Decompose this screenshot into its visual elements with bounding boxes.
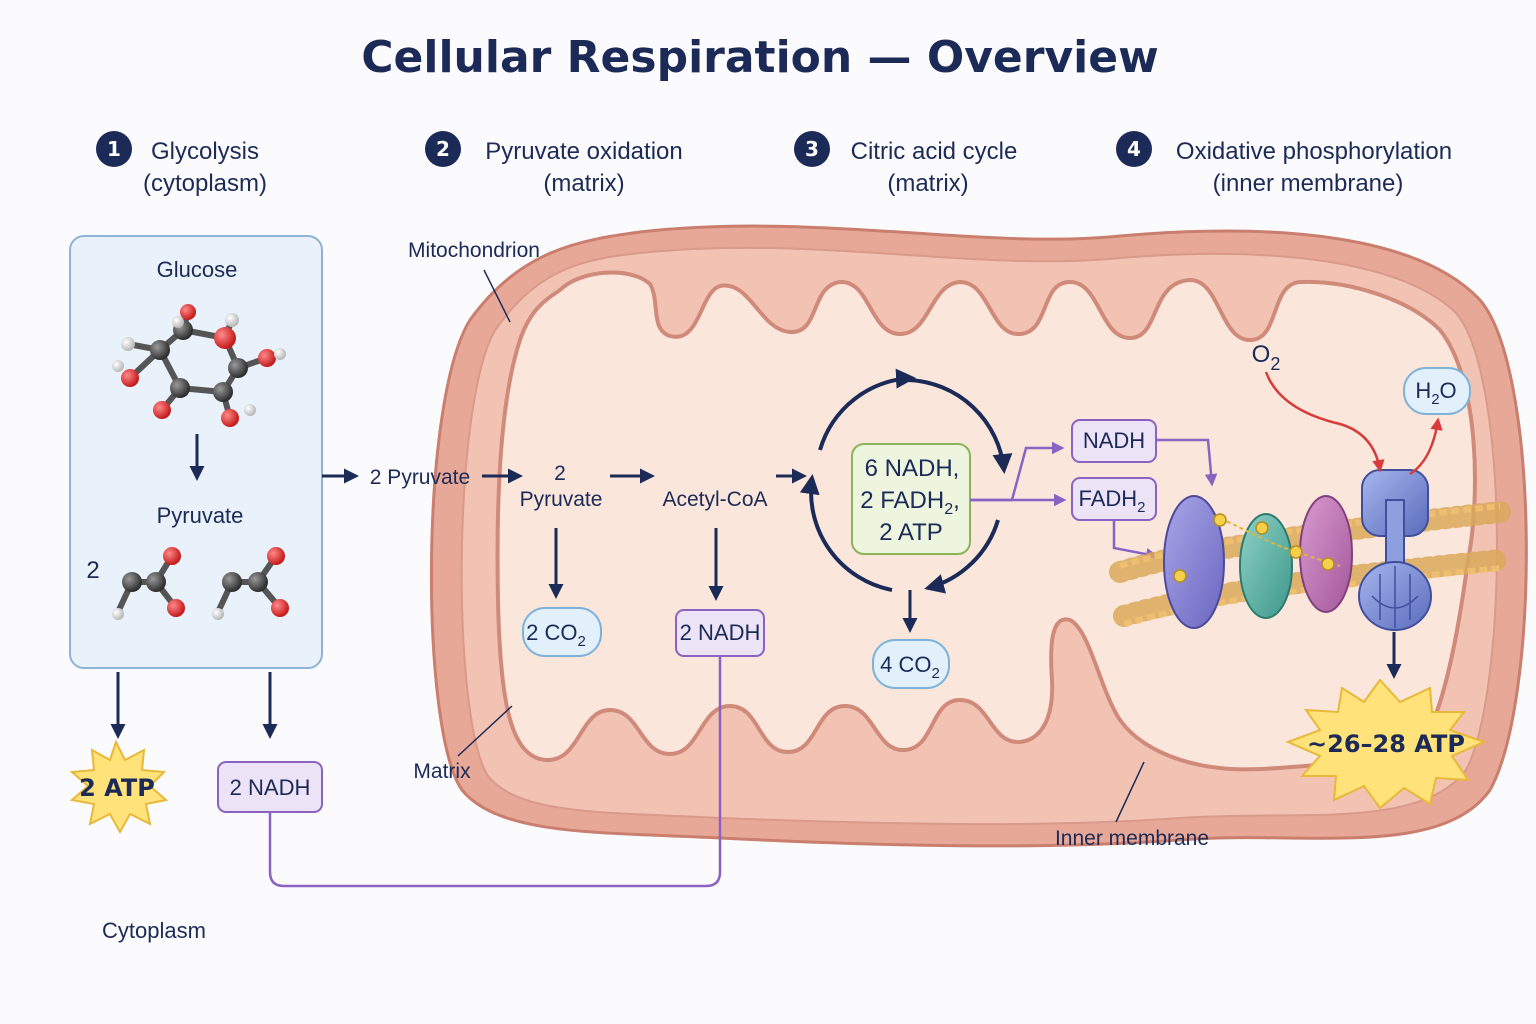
pyruvate-count: 2 bbox=[86, 557, 99, 584]
step-number: 2 bbox=[436, 137, 450, 161]
matrix-pyruvate-count: 2 bbox=[554, 462, 566, 485]
glucose-label: Glucose bbox=[157, 257, 238, 282]
cycle-arrow bbox=[907, 378, 1013, 474]
acetyl-coa-label: Acetyl-CoA bbox=[662, 488, 767, 511]
cycle-co2-text: 4 CO2 bbox=[880, 652, 940, 682]
step-name: Pyruvate oxidation bbox=[485, 138, 682, 165]
water-arrow bbox=[1409, 417, 1443, 476]
inner-membrane-leader-line bbox=[1115, 761, 1145, 823]
complex-iv-icon bbox=[1299, 495, 1353, 613]
step-number: 4 bbox=[1127, 137, 1141, 161]
cytoplasm-label: Cytoplasm bbox=[102, 918, 206, 943]
etc-fadh2-label: FADH2 bbox=[1078, 486, 1145, 516]
matrix-label: Matrix bbox=[413, 760, 471, 783]
inner-membrane-label: Inner membrane bbox=[1055, 827, 1209, 850]
step-badge bbox=[794, 131, 830, 167]
pyruvate-nadh-box bbox=[675, 609, 765, 657]
pyruvate-molecule-icon bbox=[212, 547, 289, 620]
complex-i-icon bbox=[1163, 495, 1225, 629]
pyruvate-nadh-text: 2 NADH bbox=[680, 620, 761, 645]
mitochondrion-leader-line bbox=[483, 269, 511, 323]
step-badge bbox=[1116, 131, 1152, 167]
step-location: (cytoplasm) bbox=[143, 170, 267, 197]
glycolysis-atp-yield: 2 ATP bbox=[79, 774, 155, 802]
matrix-leader-line bbox=[457, 705, 513, 757]
complex-iii-icon bbox=[1239, 513, 1293, 619]
water-box bbox=[1403, 367, 1471, 415]
step-location: (matrix) bbox=[887, 170, 968, 197]
oxygen-label: O2 bbox=[1252, 341, 1281, 374]
pyruvate-transport-label: 2 Pyruvate bbox=[370, 466, 470, 489]
pyruvate-co2-text: 2 CO2 bbox=[526, 620, 586, 650]
electron-carriers-icon bbox=[1173, 513, 1335, 583]
nadh-to-complex-arrow bbox=[1156, 438, 1218, 487]
water-label: H2O bbox=[1415, 378, 1456, 408]
step-location: (inner membrane) bbox=[1213, 170, 1404, 197]
pyruvate-co2-box bbox=[522, 607, 602, 657]
oxygen-arrow bbox=[1264, 371, 1385, 473]
matrix-pyruvate-label: Pyruvate bbox=[520, 488, 603, 511]
glycolysis-nadh-yield: 2 NADH bbox=[230, 775, 311, 800]
step-name: Citric acid cycle bbox=[851, 138, 1018, 165]
page-title: Cellular Respiration — Overview bbox=[361, 32, 1158, 83]
cycle-arrow bbox=[924, 519, 1000, 594]
cycle-co2-box bbox=[872, 639, 950, 689]
atp-yield-starburst-icon bbox=[1285, 678, 1487, 810]
glucose-molecule-icon bbox=[112, 304, 286, 427]
step-2-header: 2 Pyruvate oxidation (matrix) bbox=[425, 131, 683, 197]
step-number: 3 bbox=[805, 137, 819, 161]
step-location: (matrix) bbox=[543, 170, 624, 197]
fadh2-to-complex-arrow bbox=[1112, 520, 1159, 561]
step-number: 1 bbox=[107, 137, 121, 161]
citric-acid-cycle: 6 NADH, 2 FADH2, 2 ATP bbox=[799, 368, 1013, 594]
atp-starburst-icon bbox=[69, 739, 169, 835]
step-name: Oxidative phosphorylation bbox=[1176, 138, 1452, 165]
cycle-fadh2-yield: 2 FADH2, bbox=[860, 487, 960, 518]
mitochondrion-label: Mitochondrion bbox=[408, 239, 540, 262]
oxphos-atp-yield: ~26–28 ATP bbox=[1307, 730, 1465, 758]
cycle-atp-yield: 2 ATP bbox=[879, 519, 943, 546]
step-3-header: 3 Citric acid cycle (matrix) bbox=[794, 131, 1017, 197]
pyruvate-label: Pyruvate bbox=[157, 503, 244, 528]
cycle-arrow bbox=[818, 368, 916, 451]
step-4-header: 4 Oxidative phosphorylation (inner membr… bbox=[1116, 131, 1452, 197]
step-badge bbox=[96, 131, 132, 167]
pyruvate-molecule-icon bbox=[112, 547, 185, 620]
nadh-routing-line bbox=[268, 656, 722, 888]
step-badge bbox=[425, 131, 461, 167]
atp-synthase-icon bbox=[1358, 469, 1432, 631]
step-name: Glycolysis bbox=[151, 138, 259, 165]
etc-nadh-label: NADH bbox=[1083, 428, 1145, 453]
step-1-header: 1 Glycolysis (cytoplasm) bbox=[96, 131, 267, 197]
cycle-nadh-yield: 6 NADH, bbox=[865, 455, 960, 482]
cycle-arrow bbox=[799, 474, 893, 592]
